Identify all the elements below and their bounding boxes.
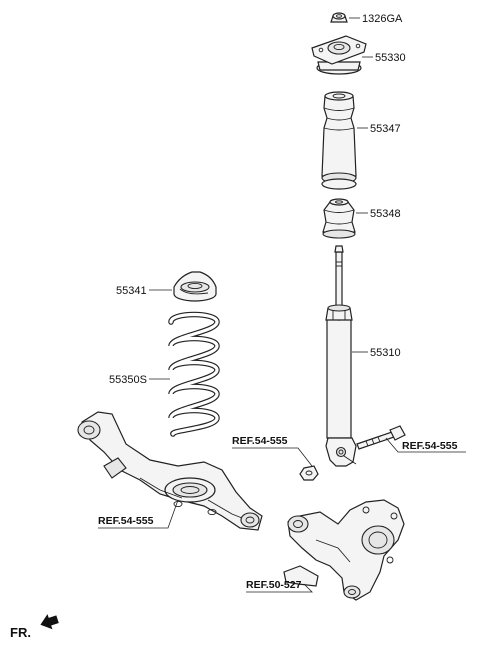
label-55348: 55348 xyxy=(370,208,401,220)
coil-spring-part xyxy=(168,311,220,437)
leader-ref-50-527 xyxy=(246,583,313,593)
spring-upper-pad-part xyxy=(173,271,217,302)
dust-cover-part xyxy=(321,91,357,190)
ref-54-555-left: REF.54-555 xyxy=(98,515,154,527)
mounting-bolt-part xyxy=(356,425,406,450)
front-direction-arrow-icon xyxy=(40,614,59,630)
label-55341: 55341 xyxy=(116,285,147,297)
leader-ref-left xyxy=(98,499,179,529)
ref-50-527: REF.50-527 xyxy=(246,579,302,591)
label-55350s: 55350S xyxy=(109,374,147,386)
shock-absorber-part xyxy=(325,245,357,467)
leader-ref-right xyxy=(385,437,466,453)
label-55330: 55330 xyxy=(375,52,406,64)
label-55310: 55310 xyxy=(370,347,401,359)
ref-54-555-center: REF.54-555 xyxy=(232,435,288,447)
lower-control-arm-part xyxy=(77,411,263,531)
label-1326ga: 1326GA xyxy=(362,13,403,25)
top-nut-part xyxy=(330,12,348,23)
label-55347: 55347 xyxy=(370,123,401,135)
mounting-nut-part xyxy=(299,465,319,481)
knuckle-part xyxy=(283,499,405,601)
ref-54-555-right: REF.54-555 xyxy=(402,440,458,452)
bump-stopper-part xyxy=(322,198,356,239)
front-direction-label: FR. xyxy=(10,625,31,640)
strut-mount-part xyxy=(311,35,367,75)
leader-ref-center xyxy=(232,447,313,467)
